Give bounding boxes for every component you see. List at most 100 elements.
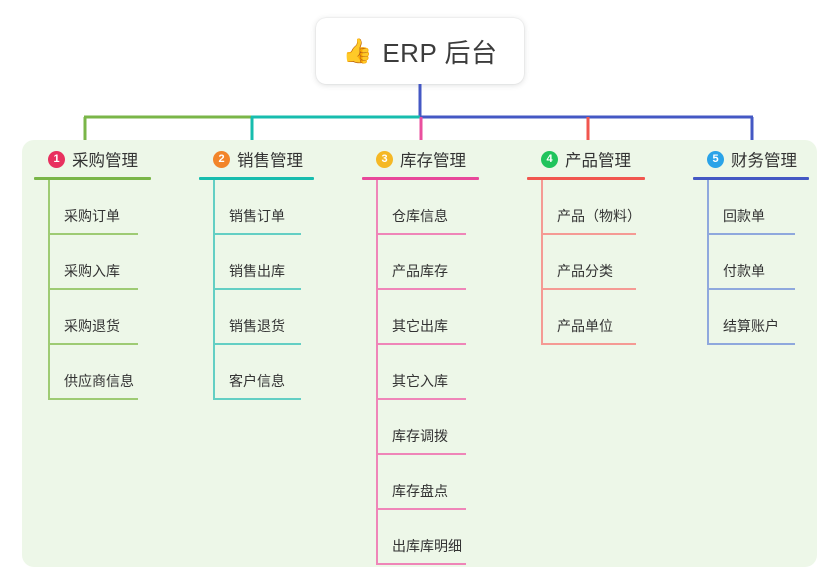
leaf-item-label: 采购退货	[64, 318, 120, 334]
branch-badge-4: 4	[541, 150, 558, 168]
branch-underline-5	[693, 177, 809, 180]
branch-column-5: 5 财务管理回款单付款单结算账户	[693, 146, 839, 345]
branch-badge-5: 5	[707, 150, 724, 168]
branch-title-1: 采购管理	[72, 152, 138, 170]
branch-header-1[interactable]: 1 采购管理	[34, 146, 184, 172]
leaf-item-label: 其它入库	[392, 373, 448, 389]
branch-underline-1	[34, 177, 151, 180]
branch-column-4: 4 产品管理产品（物料） 产品分类产品单位	[527, 146, 677, 345]
leaf-item-label: 销售订单	[229, 208, 285, 224]
branch-items-5: 回款单付款单结算账户	[693, 180, 839, 345]
branch-header-5[interactable]: 5 财务管理	[693, 146, 839, 172]
branch-items-3: 仓库信息产品库存其它出库其它入库库存调拨库存盘点出库库明细	[362, 180, 512, 565]
leaf-item[interactable]: 客户信息	[213, 345, 349, 400]
branch-badge-3: 3	[376, 150, 393, 168]
leaf-item[interactable]: 采购退货	[48, 290, 184, 345]
leaf-item-underline	[541, 343, 636, 345]
leaf-item-underline	[376, 508, 466, 510]
leaf-item-label: 付款单	[723, 263, 765, 279]
leaf-item[interactable]: 销售订单	[213, 180, 349, 235]
leaf-item-label: 库存盘点	[392, 483, 448, 499]
branch-header-2[interactable]: 2 销售管理	[199, 146, 349, 172]
branch-column-2: 2 销售管理销售订单销售出库销售退货客户信息	[199, 146, 349, 400]
leaf-item[interactable]: 销售出库	[213, 235, 349, 290]
leaf-item-underline	[376, 288, 466, 290]
leaf-item[interactable]: 产品分类	[541, 235, 677, 290]
leaf-item[interactable]: 库存调拨	[376, 400, 512, 455]
leaf-item-underline	[707, 288, 795, 290]
leaf-item[interactable]: 其它出库	[376, 290, 512, 345]
branch-badge-1: 1	[48, 150, 65, 168]
leaf-item-underline	[213, 288, 301, 290]
branch-underline-3	[362, 177, 479, 180]
branch-items-4: 产品（物料） 产品分类产品单位	[527, 180, 677, 345]
leaf-item-underline	[707, 343, 795, 345]
leaf-item[interactable]: 产品库存	[376, 235, 512, 290]
leaf-item-label: 销售出库	[229, 263, 285, 279]
leaf-item[interactable]: 出库库明细	[376, 510, 512, 565]
leaf-item[interactable]: 付款单	[707, 235, 839, 290]
leaf-item-underline	[541, 233, 636, 235]
branch-column-3: 3 库存管理仓库信息产品库存其它出库其它入库库存调拨库存盘点出库库明细	[362, 146, 512, 565]
leaf-item-underline	[213, 233, 301, 235]
leaf-item-underline	[707, 233, 795, 235]
leaf-item[interactable]: 其它入库	[376, 345, 512, 400]
leaf-item[interactable]: 库存盘点	[376, 455, 512, 510]
leaf-item-underline	[48, 343, 138, 345]
leaf-item-label: 产品单位	[557, 318, 613, 334]
branch-title-5: 财务管理	[731, 152, 797, 170]
leaf-item-underline	[48, 398, 138, 400]
leaf-item-underline	[376, 233, 466, 235]
leaf-item-underline	[48, 233, 138, 235]
branch-header-4[interactable]: 4 产品管理	[527, 146, 677, 172]
leaf-item-underline	[48, 288, 138, 290]
root-node[interactable]: 👍 ERP 后台	[316, 18, 524, 84]
leaf-item[interactable]: 回款单	[707, 180, 839, 235]
leaf-item[interactable]: 供应商信息	[48, 345, 184, 400]
branch-underline-4	[527, 177, 645, 180]
leaf-item-label: 产品分类	[557, 263, 613, 279]
branch-title-4: 产品管理	[565, 152, 631, 170]
leaf-item[interactable]: 结算账户	[707, 290, 839, 345]
leaf-item[interactable]: 采购订单	[48, 180, 184, 235]
branch-title-2: 销售管理	[237, 152, 303, 170]
branch-underline-2	[199, 177, 314, 180]
leaf-item-underline	[376, 343, 466, 345]
leaf-item-label: 供应商信息	[64, 373, 134, 389]
leaf-item-label: 采购入库	[64, 263, 120, 279]
leaf-item-label: 出库库明细	[392, 538, 462, 554]
leaf-item-label: 客户信息	[229, 373, 285, 389]
branch-title-3: 库存管理	[400, 152, 466, 170]
leaf-item-underline	[541, 288, 636, 290]
leaf-item-label: 产品（物料）	[557, 208, 641, 224]
leaf-item-underline	[376, 398, 466, 400]
leaf-item-label: 销售退货	[229, 318, 285, 334]
leaf-item-underline	[213, 343, 301, 345]
branch-spine-1	[48, 180, 50, 400]
leaf-item-label: 结算账户	[723, 318, 779, 334]
leaf-item-label: 采购订单	[64, 208, 120, 224]
branch-items-1: 采购订单采购入库采购退货供应商信息	[34, 180, 184, 400]
branch-spine-5	[707, 180, 709, 345]
leaf-item[interactable]: 销售退货	[213, 290, 349, 345]
root-title: ERP 后台	[382, 37, 498, 68]
branch-spine-2	[213, 180, 215, 400]
branch-items-2: 销售订单销售出库销售退货客户信息	[199, 180, 349, 400]
leaf-item-label: 仓库信息	[392, 208, 448, 224]
leaf-item-underline	[376, 563, 466, 565]
branch-panel	[22, 140, 817, 567]
leaf-item-label: 其它出库	[392, 318, 448, 334]
branch-spine-3	[376, 180, 378, 565]
branch-column-1: 1 采购管理采购订单采购入库采购退货供应商信息	[34, 146, 184, 400]
leaf-item[interactable]: 产品单位	[541, 290, 677, 345]
leaf-item[interactable]: 采购入库	[48, 235, 184, 290]
branch-badge-2: 2	[213, 150, 230, 168]
leaf-item-label: 库存调拨	[392, 428, 448, 444]
leaf-item[interactable]: 仓库信息	[376, 180, 512, 235]
leaf-item[interactable]: 产品（物料）	[541, 180, 677, 235]
branch-spine-4	[541, 180, 543, 345]
branch-header-3[interactable]: 3 库存管理	[362, 146, 512, 172]
leaf-item-underline	[213, 398, 301, 400]
leaf-item-label: 回款单	[723, 208, 765, 224]
